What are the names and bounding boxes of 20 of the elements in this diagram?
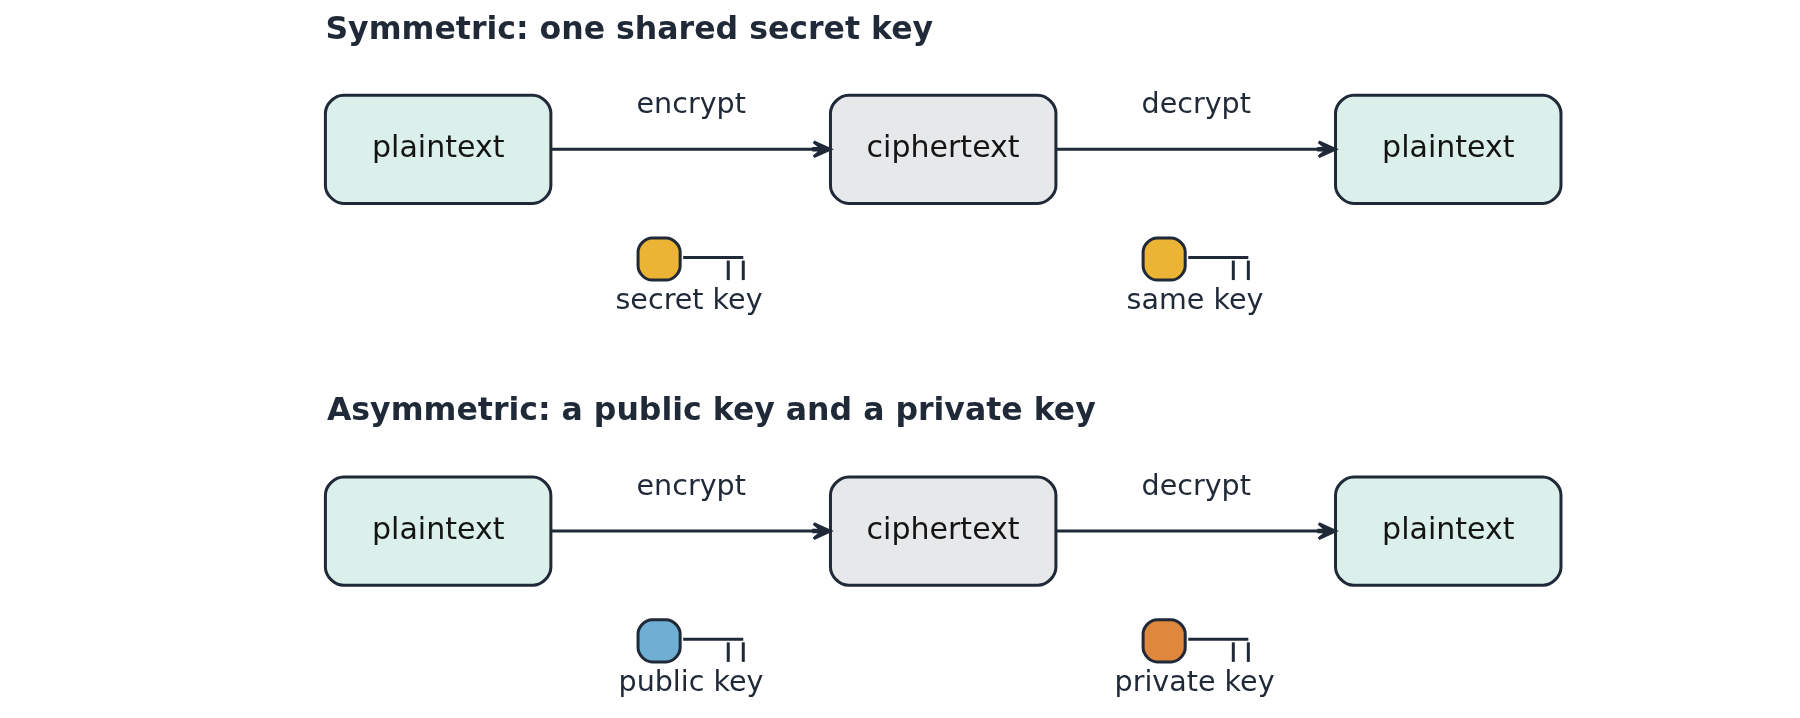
node-box: plaintext xyxy=(323,93,552,205)
edge-label: decrypt xyxy=(1141,467,1251,502)
node-box: plaintext xyxy=(1333,475,1562,587)
label: same key xyxy=(1126,281,1263,316)
arrow xyxy=(1056,522,1337,541)
arrow xyxy=(551,522,832,541)
label: Symmetric: one shared secret key xyxy=(324,9,933,46)
edge-label: encrypt xyxy=(636,85,746,120)
label: private key xyxy=(1114,663,1275,698)
arrow xyxy=(1056,140,1337,159)
node-box: ciphertext xyxy=(828,93,1057,205)
arrow xyxy=(551,140,832,159)
node-box: plaintext xyxy=(1333,93,1562,205)
label: secret key xyxy=(615,281,763,316)
label: Asymmetric: a public key and a private key xyxy=(326,391,1096,428)
node-box: ciphertext xyxy=(828,475,1057,587)
label: public key xyxy=(618,663,763,698)
edge-label: encrypt xyxy=(636,467,746,502)
edge-label: decrypt xyxy=(1141,85,1251,120)
node-box: plaintext xyxy=(323,475,552,587)
